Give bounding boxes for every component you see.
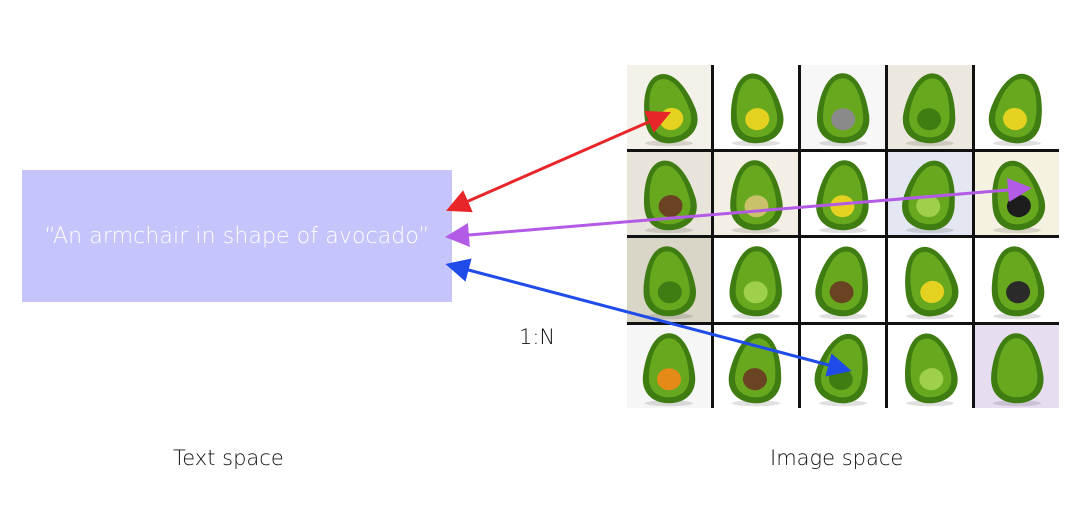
avocado-chair-image — [714, 151, 798, 235]
avocado-chair-image — [627, 65, 711, 149]
avocado-chair-image — [801, 65, 885, 149]
avocado-chair-image — [801, 324, 885, 408]
text-prompt-box: “An armchair in shape of avocado” — [22, 170, 452, 302]
avocado-chair-image — [975, 151, 1059, 235]
avocado-chair-image — [975, 324, 1059, 408]
text-space-caption: Text space — [173, 446, 284, 470]
image-grid — [627, 65, 1059, 408]
avocado-chair-image — [801, 238, 885, 322]
avocado-chair-image — [888, 324, 972, 408]
avocado-chair-image — [714, 238, 798, 322]
avocado-chair-image — [801, 151, 885, 235]
avocado-chair-image — [627, 238, 711, 322]
avocado-chair-image — [975, 238, 1059, 322]
avocado-chair-image — [714, 324, 798, 408]
avocado-chair-image — [627, 151, 711, 235]
avocado-chair-image — [888, 151, 972, 235]
mapping-ratio-label: 1:N — [519, 325, 556, 349]
image-space-caption: Image space — [770, 446, 904, 470]
prompt-text: “An armchair in shape of avocado” — [44, 223, 430, 249]
avocado-chair-image — [888, 238, 972, 322]
avocado-chair-image — [714, 65, 798, 149]
avocado-chair-image — [975, 65, 1059, 149]
avocado-chair-image — [888, 65, 972, 149]
avocado-chair-image — [627, 324, 711, 408]
